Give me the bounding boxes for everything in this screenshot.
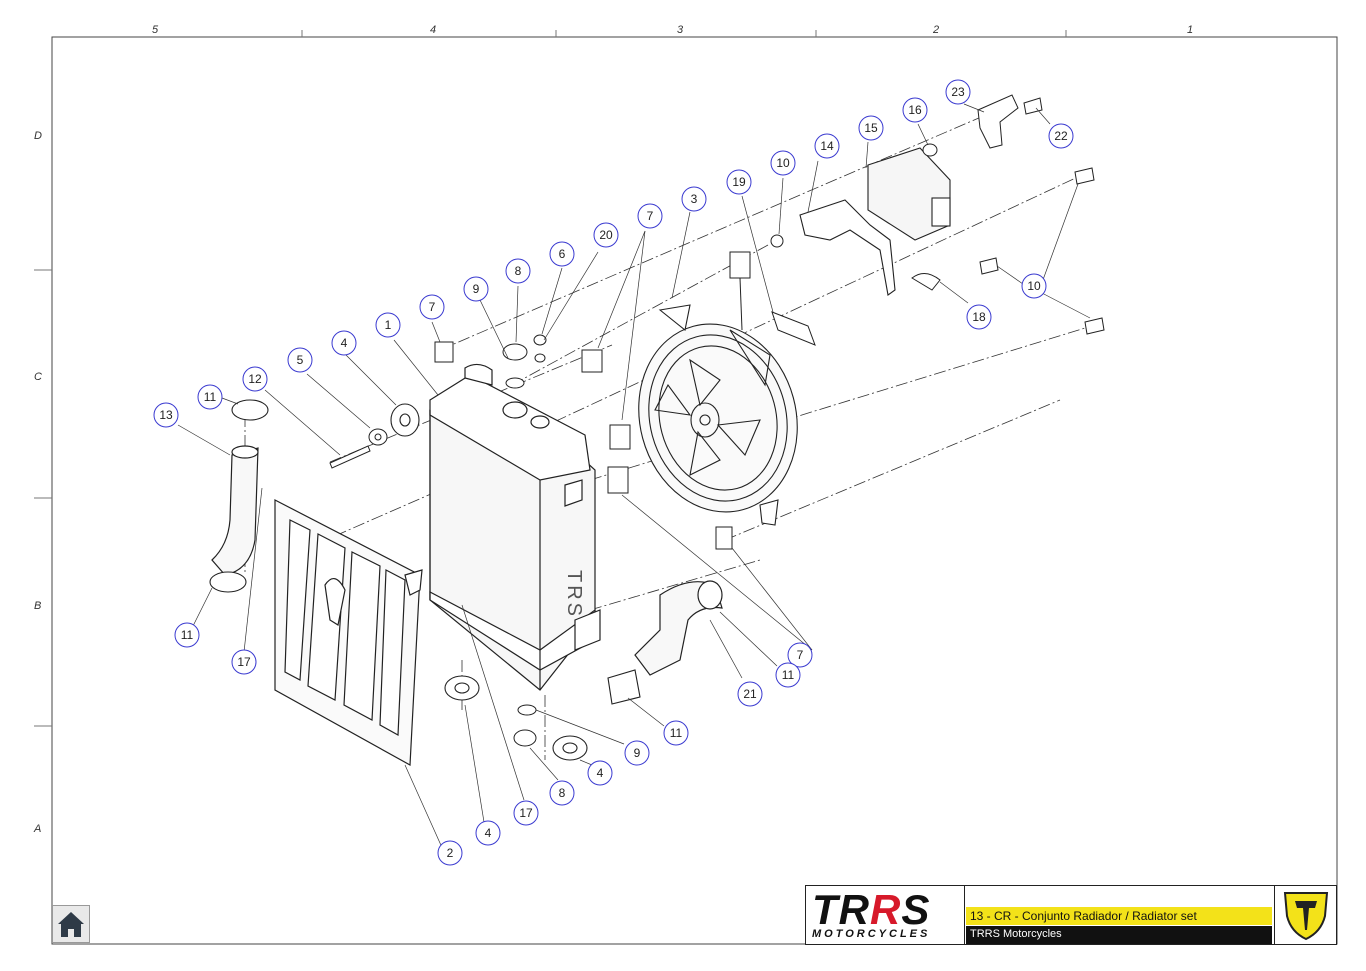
zone-row-label: A	[34, 823, 42, 835]
callout-number: 8	[515, 264, 522, 278]
callout-11: 11	[174, 622, 200, 648]
company-name: TRRS Motorcycles	[970, 928, 1062, 940]
callout-number: 7	[429, 300, 436, 314]
callout-number: 2	[447, 846, 454, 860]
callout-number: 20	[599, 228, 613, 242]
callout-13: 13	[153, 402, 179, 428]
zone-column-label: 3	[677, 24, 684, 36]
callout-12: 12	[242, 366, 268, 392]
callout-number: 6	[559, 247, 566, 261]
callout-21: 21	[737, 681, 763, 707]
callout-number: 10	[776, 156, 790, 170]
callout-8: 8	[505, 258, 531, 284]
callout-number: 22	[1054, 129, 1068, 143]
callout-9: 9	[624, 740, 650, 766]
callout-10: 10	[1021, 273, 1047, 299]
callout-number: 8	[559, 786, 566, 800]
callout-17: 17	[231, 649, 257, 675]
shield-box	[1274, 886, 1337, 944]
callout-22: 22	[1048, 123, 1074, 149]
zone-column-label: 5	[152, 24, 159, 36]
callout-15: 15	[858, 115, 884, 141]
company-band	[966, 926, 1272, 944]
sheet-border	[51, 36, 1338, 945]
callout-number: 15	[864, 121, 878, 135]
callout-3: 3	[681, 186, 707, 212]
callout-number: 4	[341, 336, 348, 350]
callout-number: 17	[237, 655, 251, 669]
callout-number: 3	[691, 192, 698, 206]
callout-17: 17	[513, 800, 539, 826]
trrs-shield-icon	[1283, 892, 1329, 941]
brand-logo: TRRS MOTORCYCLES	[806, 886, 965, 944]
callout-number: 19	[732, 175, 746, 189]
callout-number: 16	[908, 103, 922, 117]
callout-number: 21	[743, 687, 757, 701]
zone-row-label: C	[34, 371, 42, 383]
callout-9: 9	[463, 276, 489, 302]
callout-number: 12	[248, 372, 262, 386]
callout-6: 6	[549, 241, 575, 267]
callout-number: 9	[473, 282, 480, 296]
callout-18: 18	[966, 304, 992, 330]
callout-2: 2	[437, 840, 463, 866]
callout-number: 9	[634, 746, 641, 760]
callout-number: 11	[670, 726, 683, 740]
title-band	[966, 907, 1272, 925]
title-block: TRRS MOTORCYCLES 13 - CR - Conjunto Radi…	[805, 885, 1337, 945]
callout-7: 7	[637, 203, 663, 229]
callout-11: 11	[775, 662, 801, 688]
callout-number: 11	[204, 390, 217, 404]
callout-16: 16	[902, 97, 928, 123]
callout-11: 11	[663, 720, 689, 746]
callout-20: 20	[593, 222, 619, 248]
callout-14: 14	[814, 133, 840, 159]
zone-row-label: B	[34, 600, 42, 612]
logo-wordmark: TRRS	[812, 886, 931, 933]
callout-number: 11	[782, 668, 795, 682]
callout-number: 14	[820, 139, 834, 153]
callout-balloons: 1234445677788991010111111111213141516171…	[153, 79, 1074, 866]
callout-4: 4	[331, 330, 357, 356]
callout-number: 10	[1027, 279, 1041, 293]
callout-number: 1	[385, 318, 392, 332]
callout-number: 13	[159, 408, 173, 422]
zone-row-label: D	[34, 130, 42, 142]
zone-column-label: 1	[1187, 24, 1194, 36]
zone-column-label: 4	[430, 24, 437, 36]
home-icon	[58, 912, 84, 937]
callout-number: 18	[972, 310, 986, 324]
callout-11: 11	[197, 384, 223, 410]
callout-number: 23	[951, 85, 965, 99]
callout-number: 17	[519, 806, 533, 820]
callout-1: 1	[375, 312, 401, 338]
callout-8: 8	[549, 780, 575, 806]
callout-7: 7	[787, 642, 813, 668]
callout-number: 4	[597, 766, 604, 780]
callout-10: 10	[770, 150, 796, 176]
drawing-title: 13 - CR - Conjunto Radiador / Radiator s…	[970, 909, 1197, 923]
callout-number: 7	[647, 209, 654, 223]
callout-7: 7	[419, 294, 445, 320]
radiator-trs-mark: TRS	[563, 570, 585, 619]
leader-lines	[177, 103, 1091, 853]
home-button[interactable]	[52, 905, 90, 943]
callout-number: 7	[797, 648, 804, 662]
logo-subtitle: MOTORCYCLES	[812, 928, 931, 940]
bracket-23-shape	[977, 94, 1019, 149]
callout-number: 11	[181, 628, 194, 642]
callout-23: 23	[945, 79, 971, 105]
callout-number: 5	[297, 353, 304, 367]
callout-4: 4	[475, 820, 501, 846]
callout-19: 19	[726, 169, 752, 195]
callout-number: 4	[485, 826, 492, 840]
callout-5: 5	[287, 347, 313, 373]
zone-column-label: 2	[933, 24, 940, 36]
callout-4: 4	[587, 760, 613, 786]
